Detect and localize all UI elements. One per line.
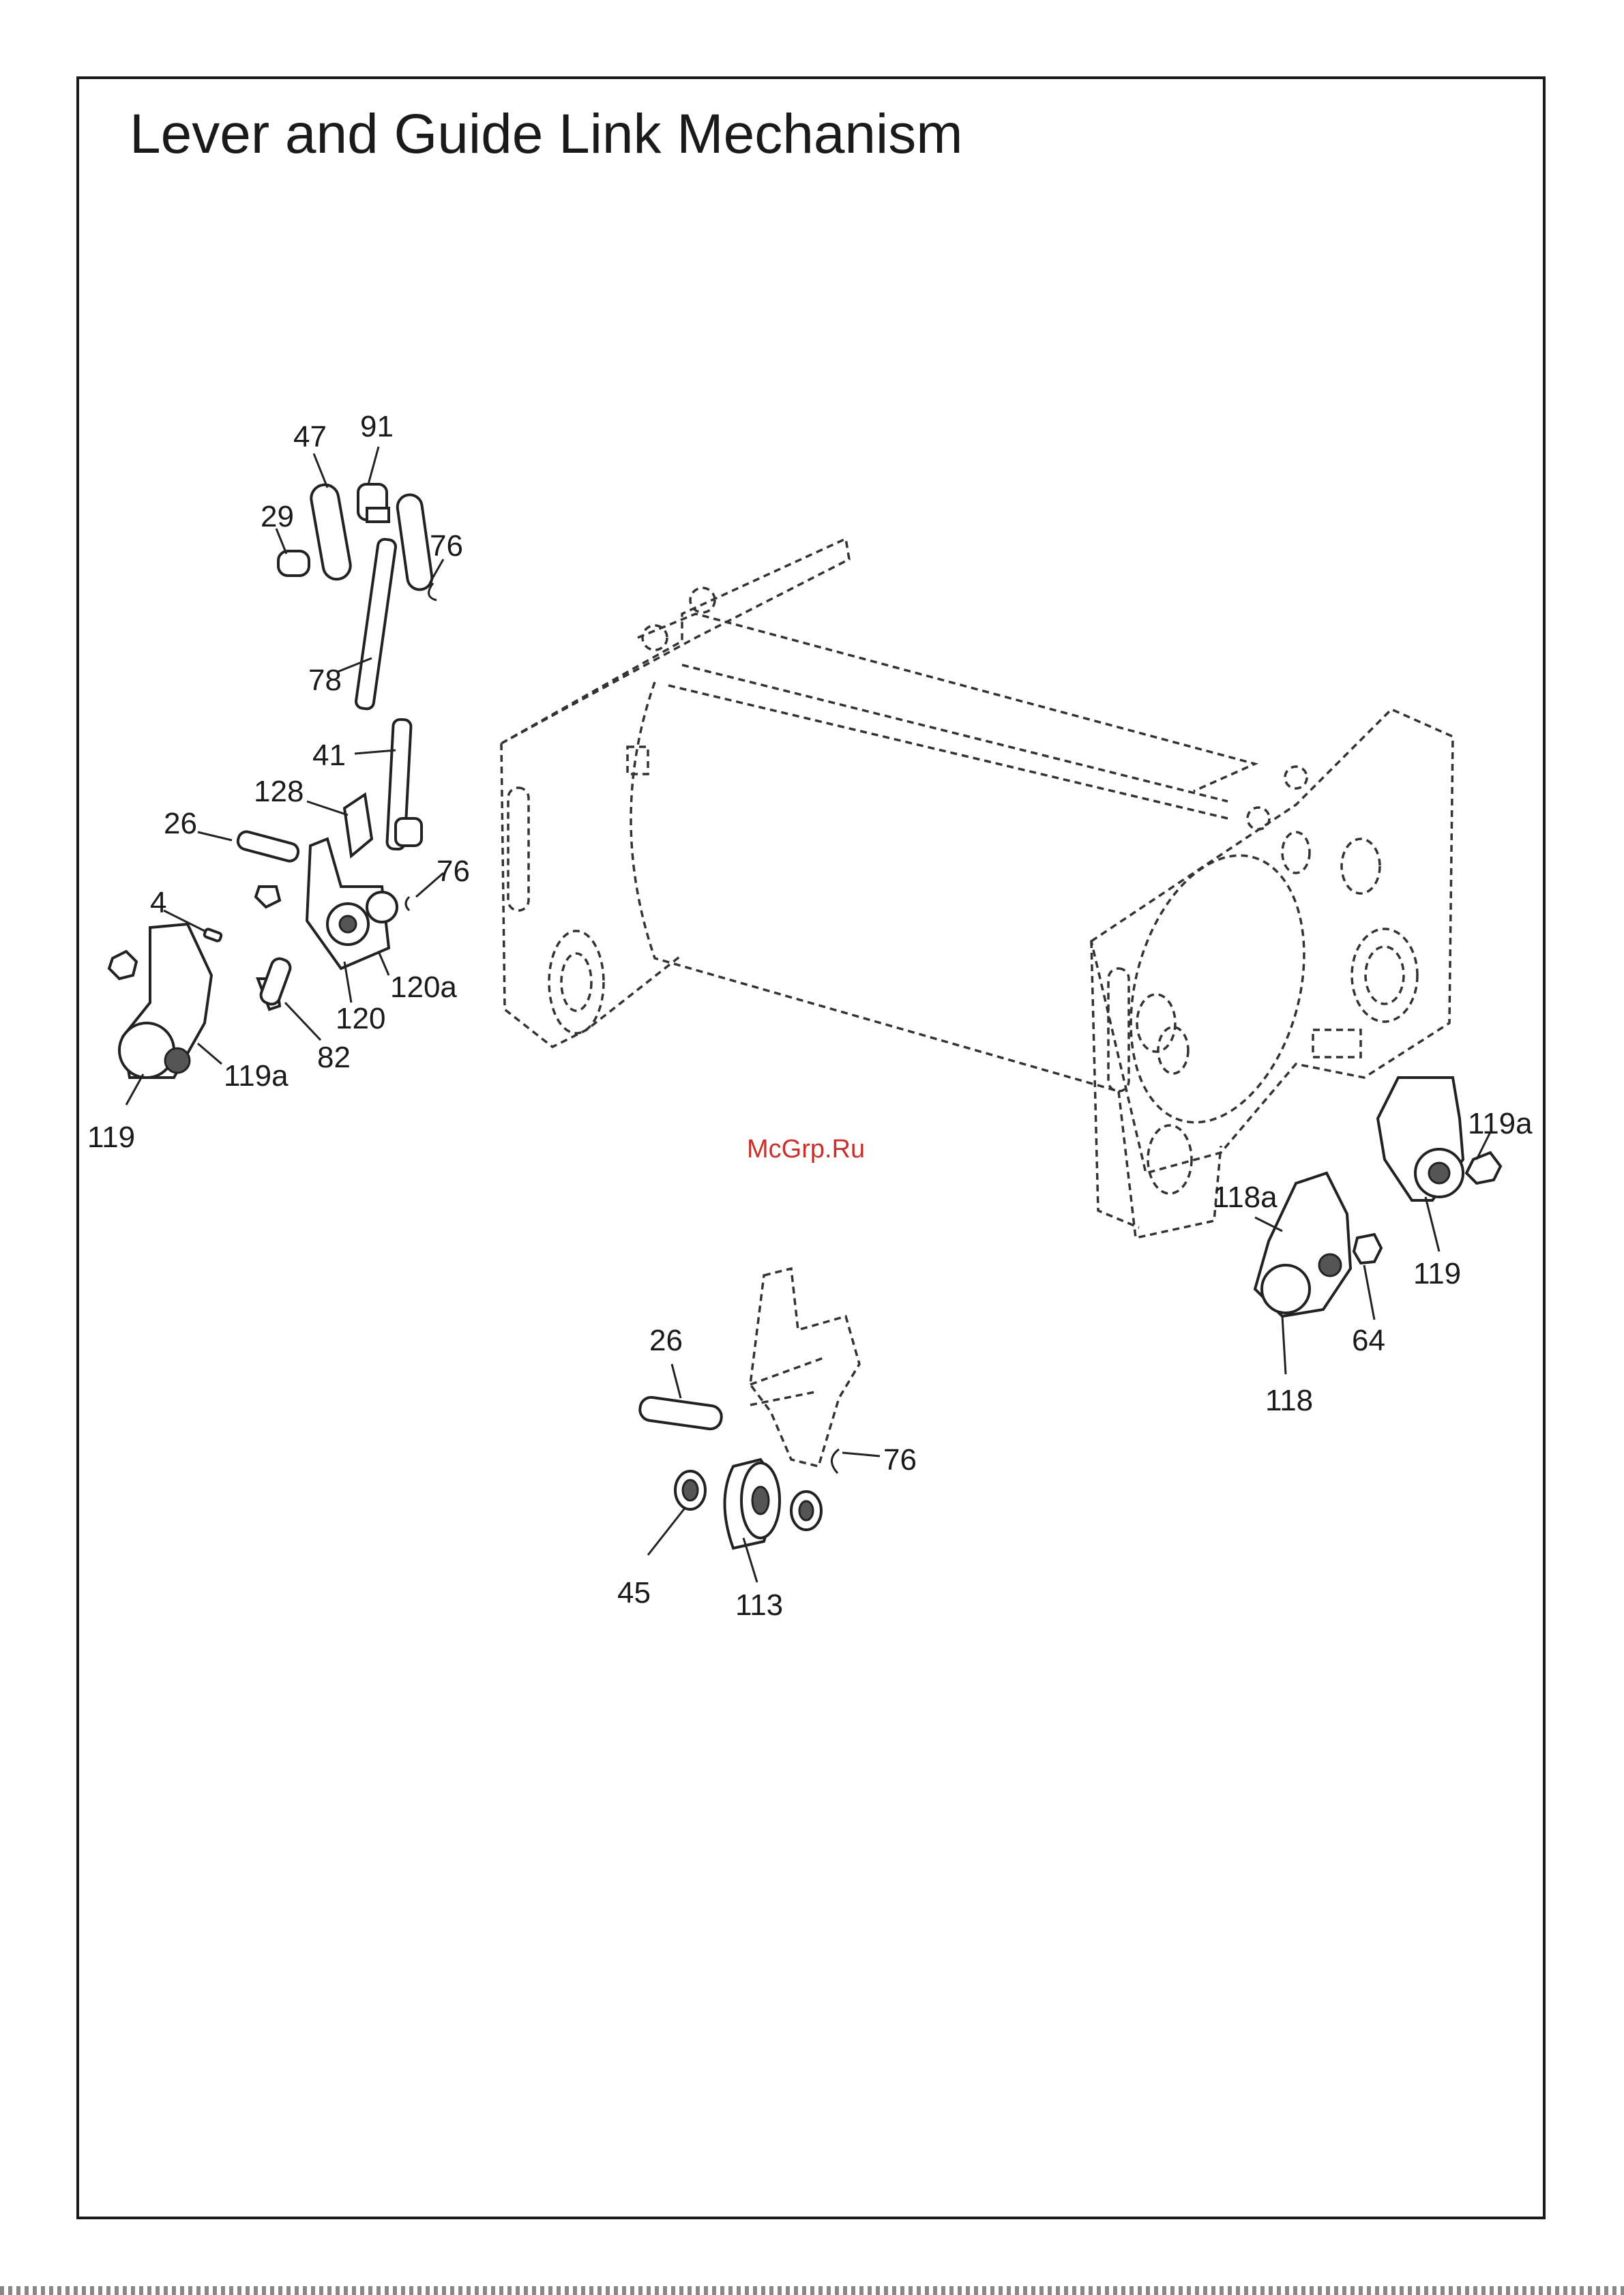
callout-119a-right: 119a [1468,1107,1533,1140]
callout-47: 47 [293,420,327,454]
callout-26-lower: 26 [649,1324,683,1357]
callout-128: 128 [254,775,304,808]
callout-76-left: 76 [437,855,470,888]
callout-120a: 120a [390,971,457,1004]
callout-91: 91 [360,410,394,443]
callout-78: 78 [308,664,342,697]
callout-118: 118 [1265,1384,1313,1417]
callout-labels: 47 91 29 76 78 41 128 26 76 4 120a 120 8… [87,410,1533,1622]
callout-45: 45 [617,1576,651,1610]
callout-119-left: 119 [87,1121,135,1154]
callout-64: 64 [1352,1324,1385,1357]
right-lever-assemblies [1255,1078,1501,1316]
callout-41: 41 [312,739,346,772]
scan-edge-strip [0,2286,1624,2295]
watermark: McGrp.Ru [747,1135,865,1164]
callout-119a-left: 119a [224,1059,289,1093]
callout-113: 113 [735,1588,783,1622]
frame-housing [501,539,1453,1238]
callout-76-upper: 76 [430,529,463,563]
callout-118a: 118a [1213,1181,1278,1214]
callout-76-lower: 76 [883,1443,917,1477]
guide-link-assembly [638,1269,859,1548]
callout-29: 29 [261,500,294,533]
callout-26-left: 26 [164,807,197,840]
callout-119-right: 119 [1413,1257,1461,1290]
callout-4: 4 [150,886,166,919]
callout-82: 82 [317,1041,351,1074]
callout-120: 120 [336,1002,385,1035]
